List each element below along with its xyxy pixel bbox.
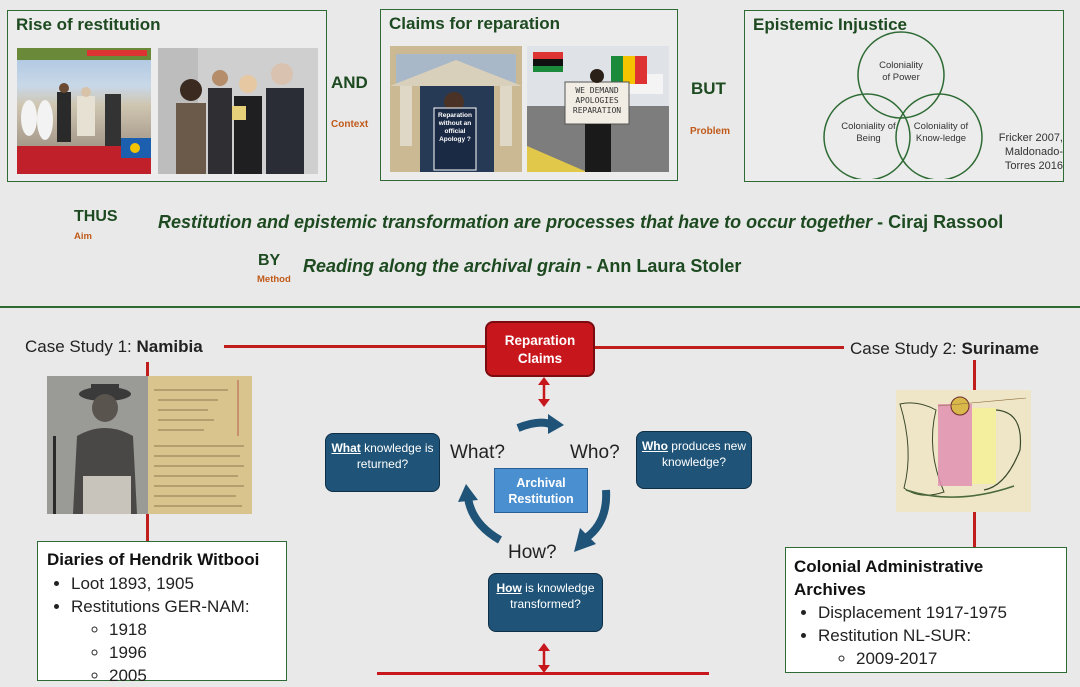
who-box: Who produces new knowledge? xyxy=(636,431,752,489)
case1-bullet-list: Loot 1893, 1905 Restitutions GER-NAM: 19… xyxy=(47,572,278,687)
section-divider xyxy=(0,306,1080,308)
case2-sub-bullet-list: 2009-2017 xyxy=(818,647,1058,670)
case1-bullet: Loot 1893, 1905 xyxy=(71,572,278,595)
what-box-text: knowledge is returned? xyxy=(356,441,434,471)
how-box-key: How xyxy=(496,581,522,595)
archival-restitution-box: Archival Restitution xyxy=(494,468,588,513)
case2-prefix: Case Study 2: xyxy=(850,339,962,358)
panel-rise-of-restitution: Rise of restitution xyxy=(7,10,327,182)
photo-street-protest: WE DEMAND APOLOGIES REPARATION xyxy=(527,46,669,172)
panel-epistemic-injustice: Epistemic Injustice Coloniality of Power… xyxy=(744,10,1064,182)
what-box-key: What xyxy=(331,441,361,455)
panel-claims-for-reparation: Claims for reparation Reparation without… xyxy=(380,9,678,181)
venn-label-being: Coloniality of Being xyxy=(841,121,896,144)
venn-diagram xyxy=(823,31,983,179)
how-box: How is knowledge transformed? xyxy=(488,573,603,632)
who-box-text: produces new knowledge? xyxy=(661,439,747,469)
case1-sub-bullet: 1996 xyxy=(109,641,278,664)
case2-bullet: Displacement 1917-1975 xyxy=(818,601,1058,624)
panel-title-claims: Claims for reparation xyxy=(389,14,560,33)
by-author: - Ann Laura Stoler xyxy=(581,256,742,276)
venn-label-power: Coloniality of Power xyxy=(879,60,923,83)
photo-handover xyxy=(158,48,318,174)
panel-title-rise: Rise of restitution xyxy=(16,15,161,34)
case1-name: Namibia xyxy=(136,337,203,356)
case1-details-box: Diaries of Hendrik Witbooi Loot 1893, 19… xyxy=(37,541,287,685)
photo-restitution-ceremony xyxy=(17,48,151,174)
double-arrow-top xyxy=(538,377,550,407)
case2-bullet: Restitution NL-SUR: xyxy=(818,624,1058,647)
who-question: Who? xyxy=(570,442,620,463)
thus-author: - Ciraj Rassool xyxy=(872,212,1004,232)
citation: Fricker 2007, Maldonado-Torres 2016 xyxy=(998,132,1063,172)
by-statement: Reading along the archival grain - Ann L… xyxy=(303,256,741,277)
case2-details-box: Colonial Administrative Archives Displac… xyxy=(785,547,1067,673)
by-quote: Reading along the archival grain xyxy=(303,256,582,276)
reparation-claims-box: Reparation Claims xyxy=(485,321,595,377)
case2-sub-bullet: 2009-2017 xyxy=(856,647,1058,670)
what-box: What knowledge is returned? xyxy=(325,433,440,492)
thus-label: THUS xyxy=(74,208,118,225)
case1-bullet: Restitutions GER-NAM: xyxy=(71,595,278,618)
case2-name: Suriname xyxy=(961,339,1039,358)
panel-title-epistemic: Epistemic Injustice xyxy=(753,15,907,34)
case2-box-title: Colonial Administrative Archives xyxy=(794,557,984,599)
what-question: What? xyxy=(450,442,505,463)
venn-label-knowledge: Coloniality of Know-ledge xyxy=(913,121,969,144)
method-label: Method xyxy=(257,274,291,285)
problem-label: Problem xyxy=(690,126,731,137)
case1-sub-bullet-list: 1918 1996 2005 xyxy=(71,618,278,687)
photo-suriname-map xyxy=(896,390,1031,512)
photo-witbooi-diary xyxy=(148,376,252,514)
and-label: AND xyxy=(331,73,368,92)
connector-left xyxy=(224,345,486,348)
how-box-text: is knowledge transformed? xyxy=(510,581,595,611)
context-label: Context xyxy=(331,119,369,130)
case-study-1-heading: Case Study 1: Namibia xyxy=(25,337,203,357)
case1-prefix: Case Study 1: xyxy=(25,337,137,356)
protest-sign-text: Reparation without an official Apology ? xyxy=(438,112,472,143)
thus-quote: Restitution and epistemic transformation… xyxy=(158,212,873,232)
aim-label: Aim xyxy=(74,231,92,242)
case-study-2-heading: Case Study 2: Suriname xyxy=(850,339,1039,359)
but-label: BUT xyxy=(691,79,726,98)
bottom-box-edge xyxy=(377,672,709,675)
photo-hendrik-witbooi xyxy=(47,376,151,514)
case1-sub-bullet: 1918 xyxy=(109,618,278,641)
thus-statement: Restitution and epistemic transformation… xyxy=(158,212,1003,233)
who-box-key: Who xyxy=(641,439,668,453)
case1-sub-bullet: 2005 xyxy=(109,664,278,687)
case1-box-title: Diaries of Hendrik Witbooi xyxy=(47,550,260,569)
photo-protest-apology: Reparation without an official Apology ? xyxy=(390,46,522,172)
cycle-arrows xyxy=(458,414,611,552)
by-label: BY xyxy=(258,252,281,269)
connector-right xyxy=(594,346,844,349)
reparation-claims-label: Reparation Claims xyxy=(504,333,576,366)
street-sign-text: WE DEMAND APOLOGIES REPARATION xyxy=(572,86,622,115)
case2-bullet-list: Displacement 1917-1975 Restitution NL-SU… xyxy=(794,601,1058,670)
how-question: How? xyxy=(508,542,557,563)
double-arrow-bottom xyxy=(538,643,550,673)
archival-restitution-label: Archival Restitution xyxy=(508,476,574,506)
